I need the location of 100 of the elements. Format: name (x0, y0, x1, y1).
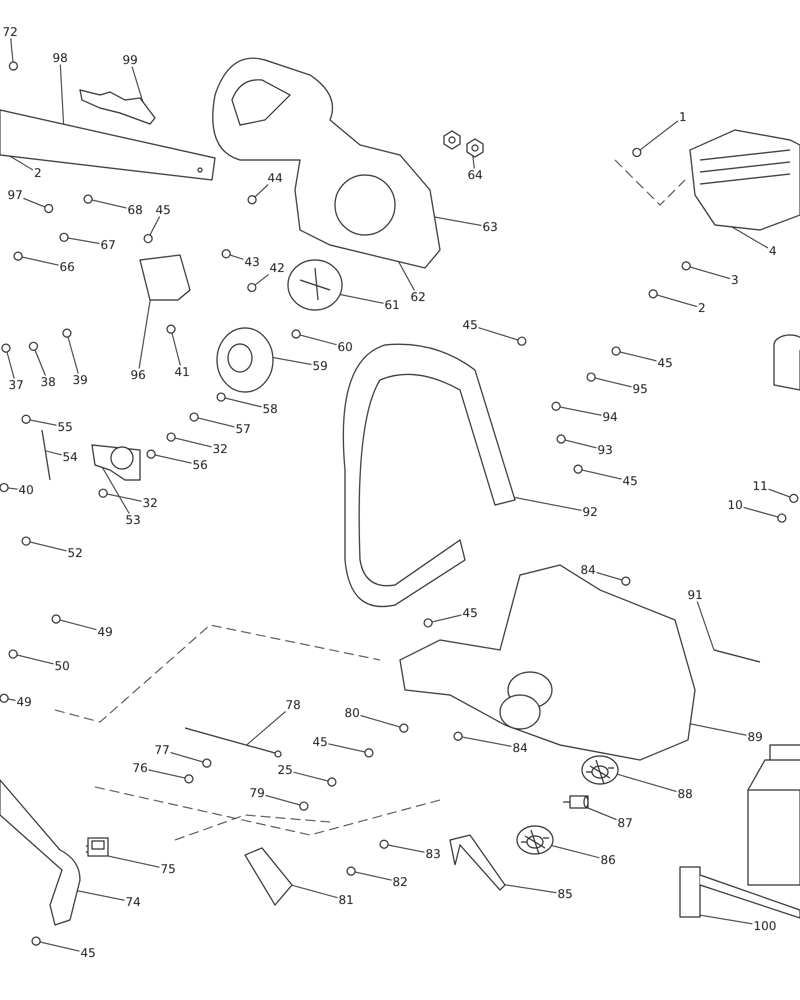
small-part (777, 513, 786, 523)
leader-line (138, 300, 151, 369)
leader-line (254, 274, 270, 286)
callout-number: 45 (154, 204, 172, 216)
small-part (247, 282, 256, 292)
small-part (424, 618, 433, 628)
callout-number: 82 (392, 876, 409, 888)
leader-line (504, 884, 557, 894)
small-part (327, 777, 336, 787)
small-part (364, 748, 374, 758)
callout-number: 91 (686, 588, 704, 602)
callout-number: 94 (602, 410, 619, 424)
callout-number: 63 (482, 220, 499, 234)
leader-line (432, 614, 462, 622)
throttle-trigger-drawing (244, 847, 293, 906)
leader-line (132, 66, 144, 102)
callout-number: 95 (632, 382, 649, 396)
leader-line (8, 698, 16, 701)
leader-line (30, 420, 57, 426)
small-part (202, 758, 212, 768)
callout-number: 61 (384, 298, 401, 312)
callout-number: 42 (268, 262, 286, 274)
callout-number: 57 (234, 422, 252, 436)
leader-line (224, 398, 262, 408)
callout-number: 44 (266, 172, 284, 184)
guide-bar-drawing (0, 109, 216, 181)
callout-number: 1 (678, 110, 688, 124)
leader-line (150, 216, 160, 236)
callout-number: 53 (124, 514, 142, 526)
leader-line (246, 711, 286, 746)
leader-line (68, 336, 79, 374)
leader-line (732, 226, 768, 249)
leader-line (596, 572, 622, 580)
small-part (44, 204, 54, 214)
small-part (59, 232, 69, 242)
callout-number: 86 (600, 854, 617, 866)
small-part (8, 649, 18, 659)
callout-number: 77 (154, 744, 171, 756)
small-part (682, 261, 691, 270)
leader-line (690, 266, 730, 280)
small-part (574, 464, 583, 474)
small-part (22, 536, 31, 546)
leader-line (300, 334, 337, 346)
leader-line (6, 352, 15, 379)
leader-line (40, 942, 80, 952)
leader-line (398, 261, 415, 291)
small-part (190, 412, 199, 422)
leader-line (230, 254, 244, 260)
small-part (166, 432, 176, 442)
leader-line (551, 845, 600, 858)
small-part (292, 329, 301, 339)
small-part (146, 450, 156, 459)
leader-line (60, 620, 97, 630)
callout-number: 88 (676, 788, 694, 800)
leader-line (10, 38, 14, 62)
callout-number: 39 (72, 374, 89, 386)
leader-line (594, 378, 632, 388)
leader-line (108, 856, 160, 868)
callout-number: 54 (62, 450, 79, 464)
leader-line (8, 488, 18, 490)
callout-number: 45 (462, 318, 479, 332)
callout-number: 56 (192, 458, 209, 472)
callout-number: 85 (556, 888, 574, 900)
callout-number: 45 (80, 946, 97, 960)
switch-drawing (85, 837, 109, 857)
leader-line (265, 794, 300, 806)
leader-line (582, 470, 622, 480)
leader-line (106, 494, 142, 502)
leader-line (360, 715, 400, 728)
callout-number: 84 (580, 564, 597, 576)
saw-chain-drawing (79, 89, 156, 125)
callout-number: 59 (312, 360, 329, 372)
small-part (453, 732, 463, 741)
callout-number: 25 (276, 764, 294, 776)
callout-number: 66 (58, 260, 76, 274)
chain-brake-band-drawing (449, 834, 506, 891)
small-part (84, 194, 93, 204)
leader-line (340, 294, 384, 304)
leader-line (328, 743, 366, 752)
leader-line (616, 774, 677, 792)
callout-number: 41 (174, 366, 191, 378)
small-part (166, 324, 176, 334)
leader-line (30, 542, 67, 552)
carburetor-drawing (139, 254, 191, 301)
small-part (216, 392, 226, 402)
leader-line (690, 723, 747, 736)
small-part (379, 840, 389, 849)
small-part (8, 61, 18, 71)
callout-number: 32 (212, 442, 229, 456)
leader-line (462, 736, 512, 747)
sprocket-drawing (216, 327, 274, 393)
callout-number: 68 (126, 204, 144, 216)
small-part (586, 372, 596, 382)
callout-number: 67 (100, 238, 117, 252)
small-part (299, 801, 308, 811)
small-part (222, 249, 231, 258)
callout-number: 45 (312, 736, 329, 748)
small-part (1, 344, 11, 353)
leader-line (291, 884, 338, 898)
small-part (248, 195, 257, 204)
